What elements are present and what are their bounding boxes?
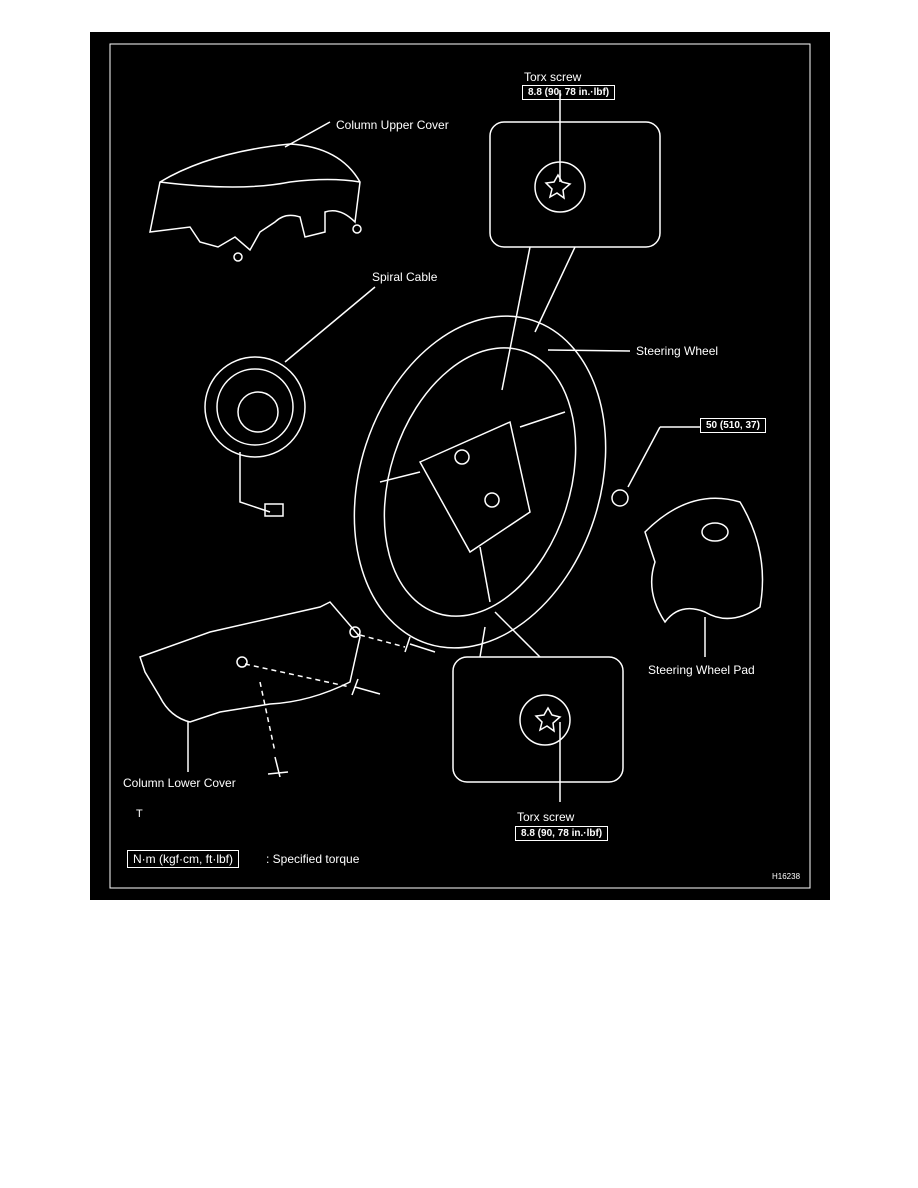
label-column-lower-cover: Column Lower Cover — [123, 776, 236, 790]
diagram-drawing — [109, 43, 811, 889]
torx-inset-bottom — [452, 611, 624, 802]
inner-frame — [109, 43, 811, 889]
label-spiral-cable: Spiral Cable — [372, 270, 438, 284]
legend-text: : Specified torque — [266, 852, 360, 866]
legend-unit-box: N·m (kgf·cm, ft·lbf) — [127, 850, 239, 868]
label-torx-screw-top: Torx screw — [524, 70, 582, 84]
torque-torx-bottom: 8.8 (90, 78 in.·lbf) — [515, 826, 609, 841]
torx-inset-top — [489, 90, 661, 391]
exploded-diagram: Column Upper Cover Spiral Cable Steering… — [90, 32, 830, 900]
spiral-cable-drawing — [204, 286, 376, 517]
column-upper-cover-drawing — [149, 121, 362, 262]
label-steering-wheel: Steering Wheel — [636, 344, 719, 358]
steering-wheel-drawing — [353, 315, 631, 649]
label-torx-screw-bottom: Torx screw — [517, 810, 575, 824]
torque-pad-nut: 50 (510, 37) — [700, 418, 766, 433]
stray-mark: T — [136, 808, 143, 820]
figure-id: H16238 — [772, 872, 801, 881]
label-steering-wheel-pad: Steering Wheel Pad — [648, 663, 755, 677]
steering-wheel-pad-drawing — [611, 426, 764, 657]
torque-torx-top: 8.8 (90, 78 in.·lbf) — [522, 85, 616, 100]
label-column-upper-cover: Column Upper Cover — [336, 118, 449, 132]
column-lower-cover-drawing — [139, 601, 436, 778]
